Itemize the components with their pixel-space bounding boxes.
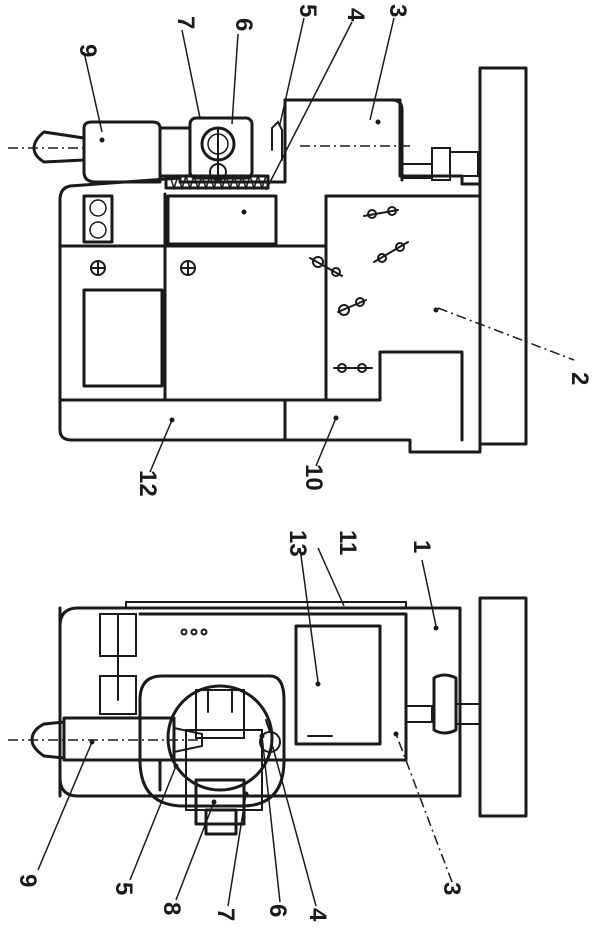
spindle-collar: [158, 126, 192, 178]
label-7-lower: 7: [212, 908, 239, 921]
inner-panel: [138, 612, 408, 792]
guard-rail: [125, 601, 407, 609]
label-4-lower: 4: [304, 908, 331, 922]
label-3-upper: 3: [384, 4, 411, 17]
base-plate-lower: [478, 596, 528, 818]
label-6-upper: 6: [230, 18, 257, 31]
label-5-upper: 5: [294, 4, 321, 17]
label-6-lower: 6: [264, 904, 291, 917]
turret-block: [195, 689, 245, 739]
label-11-lower: 11: [334, 530, 361, 555]
crank-handle: [373, 241, 409, 263]
spindle-head: [82, 120, 162, 184]
window-13: [294, 624, 382, 746]
label-13-lower: 13: [284, 530, 311, 557]
crank-handle: [363, 206, 399, 219]
crank-handle: [309, 256, 343, 277]
window-panel-left: [82, 288, 164, 388]
head-housing: [138, 674, 286, 808]
label-4-upper: 4: [342, 8, 369, 22]
label-3-lower: 3: [438, 882, 465, 895]
crank-handle: [337, 297, 367, 316]
label-1-lower: 1: [408, 540, 435, 553]
label-8-lower: 8: [158, 902, 185, 915]
label-9-upper: 9: [74, 44, 101, 57]
motor-housing: [283, 98, 404, 182]
crank-handle: [333, 363, 373, 373]
label-9-lower: 9: [14, 874, 41, 887]
coupling-lower: [432, 673, 458, 735]
spindle-tip: [173, 726, 203, 754]
pinion-icon: [209, 163, 227, 181]
spindle-nose: [32, 130, 86, 164]
lever-part: [271, 120, 283, 161]
label-12-upper: 12: [134, 470, 161, 497]
slide-block: [166, 194, 278, 246]
bed-step: [378, 350, 464, 442]
label-5-lower: 5: [110, 882, 137, 895]
base-plate: [478, 66, 528, 446]
lower-view: 13 11 1 9 5 8 7 6 4 3: [8, 530, 528, 922]
leader-lines-lower: [37, 547, 453, 907]
tool-post-nut: [204, 808, 238, 836]
label-7-upper: 7: [172, 16, 199, 29]
label-2-upper: 2: [566, 372, 593, 385]
spindle-lower: [62, 716, 176, 762]
turret-ring: [166, 684, 274, 792]
label-10-upper: 10: [300, 464, 327, 491]
column-body: [58, 606, 462, 798]
shaft-lower: [405, 705, 433, 723]
leader-lines: [83, 17, 575, 473]
switch-box: [82, 194, 114, 244]
coupling: [431, 147, 451, 181]
upper-view: 9 7 6 5 4 3 2 12 10: [8, 4, 593, 497]
